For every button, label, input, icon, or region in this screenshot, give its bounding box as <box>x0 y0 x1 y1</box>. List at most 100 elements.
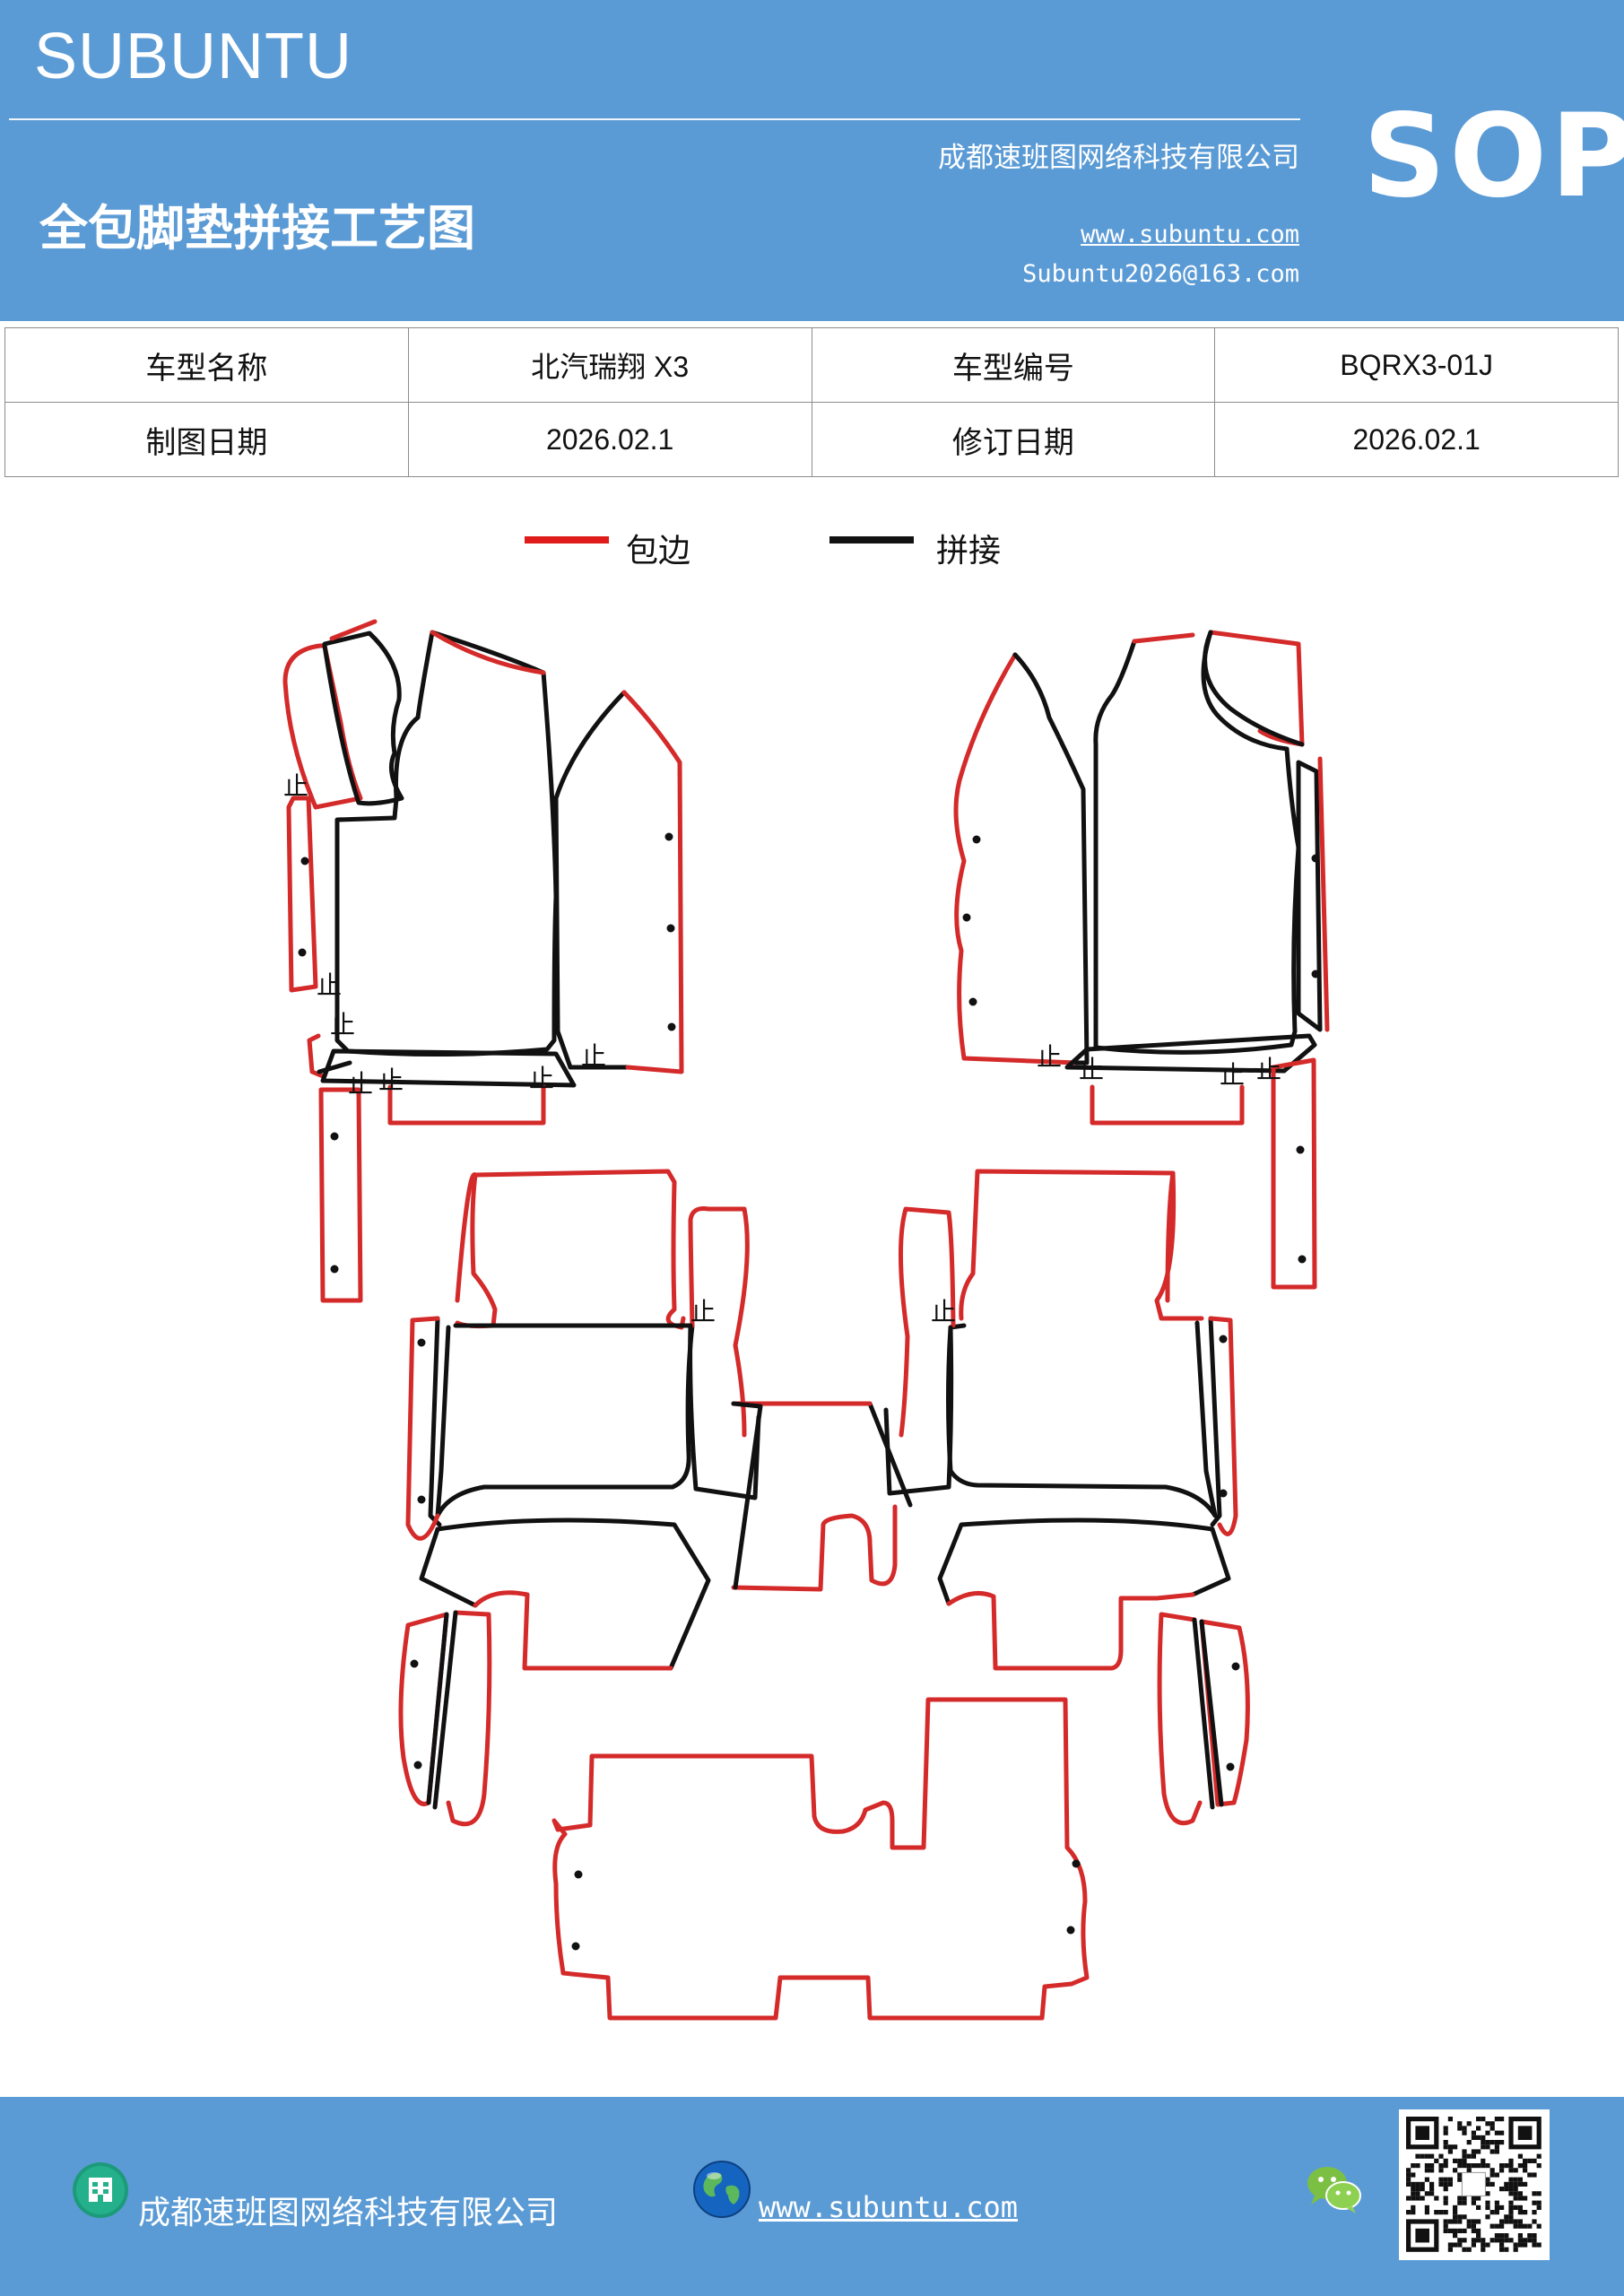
fr-left-seam <box>1012 652 1090 1065</box>
legend-edge-swatch <box>525 536 609 544</box>
header-email[interactable]: Subuntu2026@163.com <box>1022 260 1299 288</box>
rl-strip-2-seam <box>432 1610 458 1810</box>
rr-strip-2 <box>1157 1612 1203 1826</box>
fl-heel-strip <box>322 631 404 806</box>
rear-left-mat-group <box>398 1169 761 1827</box>
fr-side-strip <box>1296 760 1323 1032</box>
legend-seam-label: 拼接 <box>936 533 1002 570</box>
rl-side-edge <box>405 1316 440 1541</box>
table-row: 车型名称 北汽瑞翔 X3 车型编号 BQRX3-01J <box>4 327 1619 403</box>
rr-top-right-edge <box>1154 1170 1204 1321</box>
rl-strip-2 <box>446 1610 492 1827</box>
fl-bottom-pad <box>387 1084 546 1126</box>
legend-seam-swatch <box>829 536 914 544</box>
stop-mark: 止 <box>317 970 342 1000</box>
sop-badge: SOP <box>1363 90 1624 223</box>
draw-date-value: 2026.02.1 <box>407 402 812 477</box>
fr-main-body <box>1093 630 1301 1055</box>
header-banner: SUBUNTU SOP 全包脚垫拼接工艺图 成都速班图网络科技有限公司 www.… <box>0 0 1624 321</box>
fl-seam-inner <box>317 1060 352 1074</box>
rl-strip-1 <box>398 1612 449 1806</box>
stop-mark: 止 <box>1256 1055 1281 1084</box>
stop-marks: 止 止 止 止 止 止 止 止 止 止 止 止 止 <box>283 771 1281 1326</box>
fl-side-right-body <box>553 690 630 1070</box>
stop-mark: 止 <box>690 1297 716 1326</box>
rl-tunnel-edge <box>688 1206 750 1438</box>
rr-side-seam <box>1208 1316 1222 1527</box>
stop-mark: 止 <box>1037 1042 1062 1072</box>
building-icon <box>73 2162 128 2218</box>
legend-edge-label: 包边 <box>626 533 691 570</box>
stop-mark: 止 <box>931 1297 956 1326</box>
floor-mat-diagram: 止 止 止 止 止 止 止 止 止 止 止 止 止 <box>282 619 1330 2021</box>
stop-mark: 止 <box>1079 1055 1104 1084</box>
fl-left-edge <box>307 1033 326 1079</box>
fl-top-cap <box>329 619 378 641</box>
stop-mark: 止 <box>283 771 308 801</box>
rl-strip-1-seam <box>426 1612 449 1805</box>
rear-right-mat-group <box>883 1169 1250 1826</box>
model-code-value: BQRX3-01J <box>1214 327 1619 403</box>
fr-lower-bar <box>1271 1057 1317 1290</box>
qr-code-pattern <box>1406 2117 1541 2252</box>
globe-icon <box>693 2161 751 2218</box>
rr-lower-right <box>1190 1526 1231 1597</box>
rl-tunnel-seam <box>688 1323 761 1500</box>
header-divider <box>9 118 1300 120</box>
center-tunnel-group <box>731 1401 913 1592</box>
rr-lower-edge <box>946 1590 1195 1671</box>
footer-company-name: 成都速班图网络科技有限公司 <box>138 2195 559 2231</box>
draw-date-label: 制图日期 <box>4 402 409 477</box>
rl-main-body <box>435 1323 695 1518</box>
tunnel-bottom-edge <box>731 1504 898 1592</box>
rr-tunnel-seam <box>883 1325 954 1496</box>
model-code-label: 车型编号 <box>811 327 1216 403</box>
stop-mark: 止 <box>1220 1060 1245 1090</box>
rr-top-edge <box>959 1169 1176 1321</box>
rear-bench-mat <box>551 1697 1090 2021</box>
rr-strip-1-seam <box>1199 1619 1224 1807</box>
fr-main-top-edge <box>1132 632 1195 644</box>
fr-side-edge <box>1317 756 1330 1032</box>
stop-mark: 止 <box>330 1010 355 1039</box>
front-right-mat-group <box>953 630 1330 1290</box>
header-company-name: 成都速班图网络科技有限公司 <box>938 142 1299 174</box>
model-name-value: 北汽瑞翔 X3 <box>407 327 812 403</box>
tunnel-left-seam <box>731 1401 763 1590</box>
fr-left-edge <box>953 652 1079 1065</box>
rr-lower-body <box>937 1518 1215 1606</box>
revise-date-value: 2026.02.1 <box>1214 402 1619 477</box>
wechat-icon[interactable] <box>1304 2163 1363 2215</box>
model-name-label: 车型名称 <box>4 327 409 403</box>
rl-lower-left <box>419 1526 478 1608</box>
brand-logo-text: SUBUNTU <box>34 21 353 92</box>
fl-side-right-edge <box>621 690 684 1074</box>
rr-tunnel-edge <box>899 1206 956 1438</box>
table-row: 制图日期 2026.02.1 修订日期 2026.02.1 <box>4 402 1619 477</box>
footer-website-link[interactable]: www.subuntu.com <box>759 2190 1018 2224</box>
fl-main-top-edge <box>430 630 546 675</box>
rl-lower-body <box>435 1518 711 1671</box>
fr-bottom-strip <box>1064 1033 1317 1074</box>
fl-side-left <box>286 796 318 993</box>
rear-bench-edge <box>551 1697 1090 2021</box>
rr-strip-1 <box>1199 1619 1250 1807</box>
fl-lower-bar <box>318 1087 363 1303</box>
fl-main-body <box>334 630 559 1057</box>
revise-date-label: 修订日期 <box>811 402 1216 477</box>
header-website-link[interactable]: www.subuntu.com <box>1081 221 1299 248</box>
document-title: 全包脚垫拼接工艺图 <box>39 199 475 257</box>
stop-mark: 止 <box>348 1069 373 1099</box>
stop-mark: 止 <box>581 1041 606 1071</box>
fr-cap-seam <box>1203 630 1305 747</box>
rl-lower-edge <box>473 1590 673 1671</box>
front-left-mat-group <box>282 619 684 1303</box>
stop-mark: 止 <box>529 1064 554 1093</box>
rl-top-edge <box>455 1169 686 1330</box>
stop-mark: 止 <box>378 1065 404 1095</box>
fastener-dots <box>298 832 1320 1951</box>
rr-strip-2-seam <box>1192 1617 1215 1810</box>
rr-main-body <box>946 1320 1218 1518</box>
qr-code-icon[interactable] <box>1399 2109 1550 2260</box>
rr-side-edge <box>1208 1316 1238 1536</box>
